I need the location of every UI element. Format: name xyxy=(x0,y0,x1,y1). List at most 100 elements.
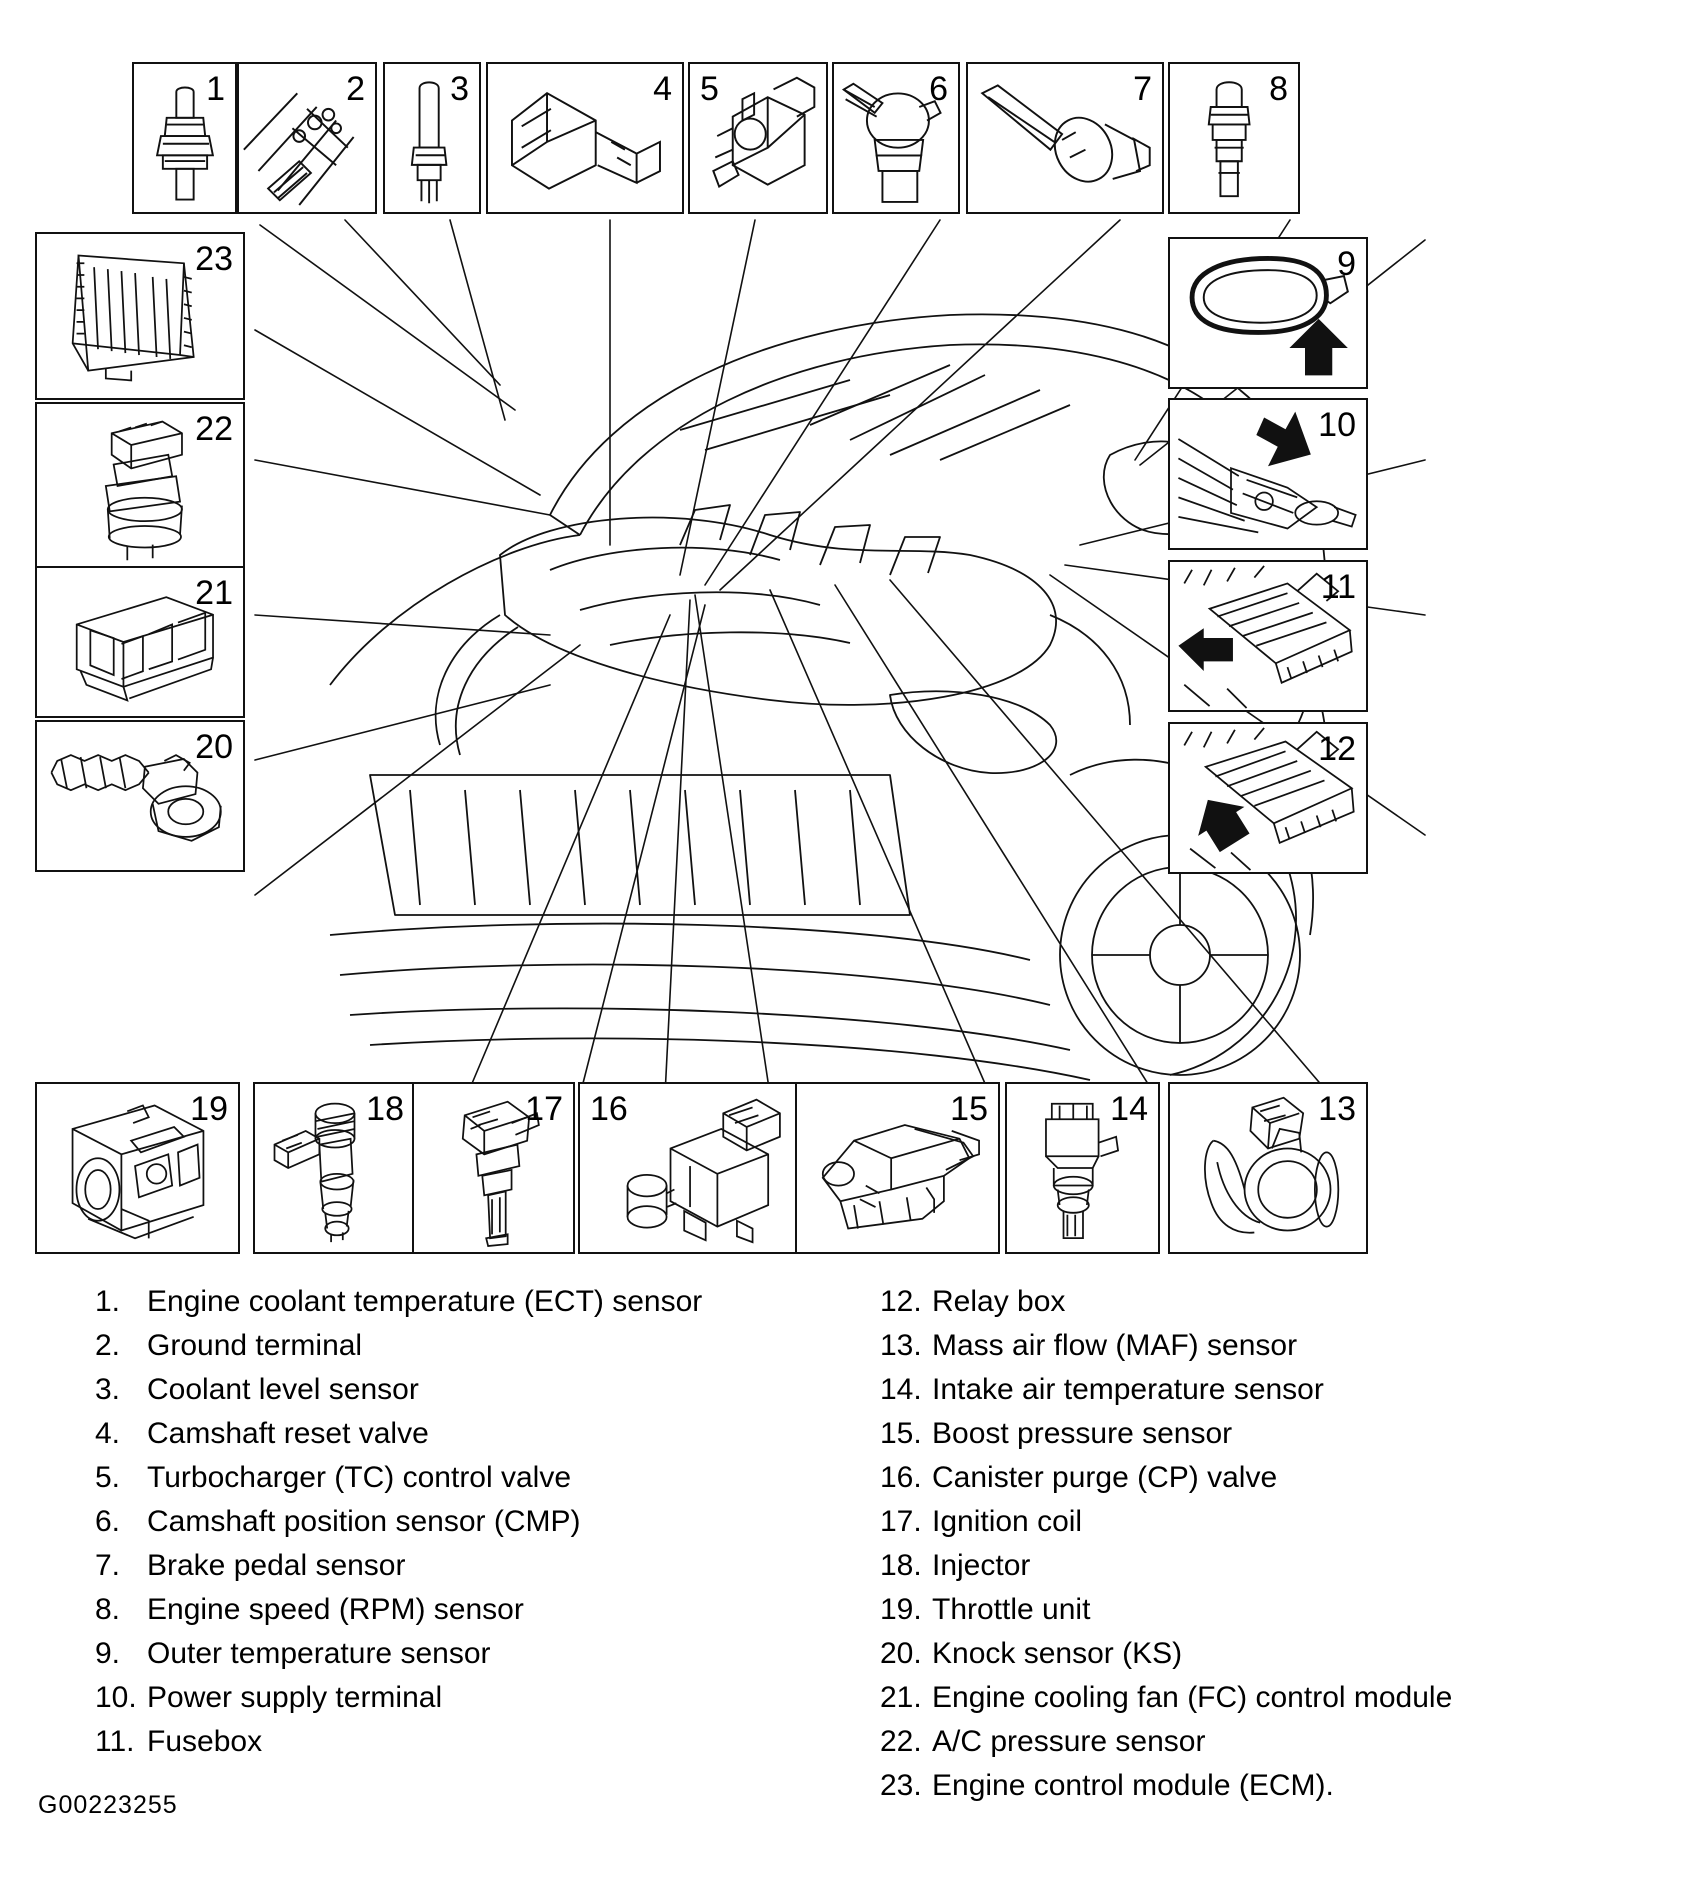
legend-item: 14. Intake air temperature sensor xyxy=(880,1368,1660,1412)
callout-box-8[interactable]: 8 xyxy=(1168,62,1300,214)
callout-box-14[interactable]: 14 xyxy=(1005,1082,1160,1254)
legend-item: 20.Knock sensor (KS) xyxy=(880,1632,1660,1676)
callout-box-12[interactable]: 12 xyxy=(1168,722,1368,874)
relay-box-icon xyxy=(1183,727,1355,871)
legend-item: 1. Engine coolant temperature (ECT) senso… xyxy=(95,1280,855,1324)
down-left-arrow-icon xyxy=(1256,411,1311,467)
fc-control-module-icon xyxy=(75,596,214,702)
figure-id-code: G00223255 xyxy=(38,1791,178,1819)
brake-pedal-sensor-icon xyxy=(980,84,1151,183)
legend-item-label: Engine cooling fan (FC) control module xyxy=(932,1681,1453,1714)
legend-item-label: Turbocharger (TC) control valve xyxy=(147,1461,572,1494)
legend-item-label: Engine speed (RPM) sensor xyxy=(147,1593,524,1626)
callout-box-11[interactable]: 11 xyxy=(1168,560,1368,712)
callout-number: 18 xyxy=(366,1090,404,1128)
legend-item-number: 2. xyxy=(95,1329,121,1362)
legend-item: 9. Outer temperature sensor xyxy=(95,1632,855,1676)
legend-item-number: 19. xyxy=(880,1593,922,1626)
callout-number: 7 xyxy=(1133,70,1152,108)
callout-box-1[interactable]: 1 xyxy=(132,62,237,214)
legend-item-label: Engine control module (ECM). xyxy=(932,1769,1334,1802)
legend-item-number: 1. xyxy=(95,1285,121,1318)
legend-item-label: Intake air temperature sensor xyxy=(932,1373,1324,1406)
power-supply-terminal-icon xyxy=(1177,411,1357,534)
callout-number: 9 xyxy=(1337,245,1356,283)
intake-air-temp-sensor-icon xyxy=(1045,1102,1120,1240)
legend-item-number: 21. xyxy=(880,1681,922,1714)
legend-item-number: 9. xyxy=(95,1637,121,1670)
legend-item-label: Engine coolant temperature (ECT) sensor xyxy=(147,1285,703,1318)
callout-box-3[interactable]: 3 xyxy=(383,62,481,214)
legend-item-label: Boost pressure sensor xyxy=(932,1417,1233,1450)
callout-box-20[interactable]: 20 xyxy=(35,720,245,872)
camshaft-reset-valve-icon xyxy=(511,92,661,190)
fusebox-icon xyxy=(1178,565,1353,709)
legend-item-label: Fusebox xyxy=(147,1725,263,1758)
knock-sensor-icon xyxy=(50,754,222,842)
legend-item-label: Camshaft reset valve xyxy=(147,1417,429,1450)
legend-item: 16. Canister purge (CP) valve xyxy=(880,1456,1660,1500)
callout-number: 17 xyxy=(525,1090,563,1128)
callout-number: 15 xyxy=(950,1090,988,1128)
callout-number: 6 xyxy=(929,70,948,108)
callout-number: 23 xyxy=(195,240,233,278)
legend-item-number: 14. xyxy=(880,1373,922,1406)
legend-item-number: 12. xyxy=(880,1285,922,1318)
legend-item-number: 17. xyxy=(880,1505,922,1538)
legend-item: 2. Ground terminal xyxy=(95,1324,855,1368)
legend-item-label: Outer temperature sensor xyxy=(147,1637,491,1670)
ignition-coil-icon xyxy=(461,1100,540,1247)
legend-item-label: Ground terminal xyxy=(147,1329,363,1362)
callout-box-9[interactable]: 9 xyxy=(1168,237,1368,389)
legend-item-number: 13. xyxy=(880,1329,922,1362)
callout-box-4[interactable]: 4 xyxy=(486,62,684,214)
legend-item-number: 20. xyxy=(880,1637,922,1670)
callout-number: 20 xyxy=(195,728,233,766)
callout-box-5[interactable]: 5 xyxy=(688,62,828,214)
legend-item: 6.Camshaft position sensor (CMP) xyxy=(95,1500,855,1544)
callout-box-10[interactable]: 10 xyxy=(1168,398,1368,550)
legend-item-label: Mass air flow (MAF) sensor xyxy=(932,1329,1298,1362)
legend-item-label: Power supply terminal xyxy=(147,1681,443,1714)
callout-box-21[interactable]: 21 xyxy=(35,566,245,718)
throttle-unit-icon xyxy=(71,1104,205,1240)
callout-box-6[interactable]: 6 xyxy=(832,62,960,214)
callout-box-23[interactable]: 23 xyxy=(35,232,245,400)
callout-box-22[interactable]: 22 xyxy=(35,402,245,570)
legend-item: 19. Throttle unit xyxy=(880,1588,1660,1632)
callout-number: 11 xyxy=(1320,568,1356,606)
legend-item-label: A/C pressure sensor xyxy=(932,1725,1206,1758)
legend-item-number: 15. xyxy=(880,1417,922,1450)
coolant-level-sensor-icon xyxy=(410,81,448,204)
legend-item-number: 7. xyxy=(95,1549,121,1582)
legend-item-number: 11. xyxy=(95,1725,135,1758)
callout-box-2[interactable]: 2 xyxy=(237,62,377,214)
injector-icon xyxy=(273,1102,356,1243)
callout-number: 10 xyxy=(1318,406,1356,444)
legend-item-number: 23. xyxy=(880,1769,922,1802)
callout-box-13[interactable]: 13 xyxy=(1168,1082,1368,1254)
legend-item-label: Canister purge (CP) valve xyxy=(932,1461,1278,1494)
legend-item: 12.Relay box xyxy=(880,1280,1660,1324)
callout-box-18[interactable]: 18 xyxy=(253,1082,416,1254)
legend-item-number: 16. xyxy=(880,1461,922,1494)
legend-column-left: 1. Engine coolant temperature (ECT) senso… xyxy=(95,1280,855,1764)
legend-item: 17.Ignition coil xyxy=(880,1500,1660,1544)
callout-box-16[interactable]: 16 xyxy=(578,1082,806,1254)
ect-sensor-icon xyxy=(155,86,215,201)
callout-box-17[interactable]: 17 xyxy=(412,1082,575,1254)
callout-box-19[interactable]: 19 xyxy=(35,1082,240,1254)
legend-item-number: 3. xyxy=(95,1373,121,1406)
callout-box-15[interactable]: 15 xyxy=(795,1082,1000,1254)
cmp-sensor-icon xyxy=(841,82,942,203)
callout-box-7[interactable]: 7 xyxy=(966,62,1164,214)
legend: 1. Engine coolant temperature (ECT) senso… xyxy=(0,1280,1683,1810)
legend-item-label: Throttle unit xyxy=(932,1593,1091,1626)
left-arrow-icon xyxy=(1178,628,1233,672)
up-right-arrow-icon xyxy=(1198,799,1250,853)
legend-column-right: 12.Relay box 13. Mass air flow (MAF) sens… xyxy=(880,1280,1660,1808)
ac-pressure-sensor-icon xyxy=(104,420,183,561)
legend-item-number: 4. xyxy=(95,1417,121,1450)
callout-number: 1 xyxy=(206,70,225,108)
maf-sensor-icon xyxy=(1204,1096,1340,1234)
